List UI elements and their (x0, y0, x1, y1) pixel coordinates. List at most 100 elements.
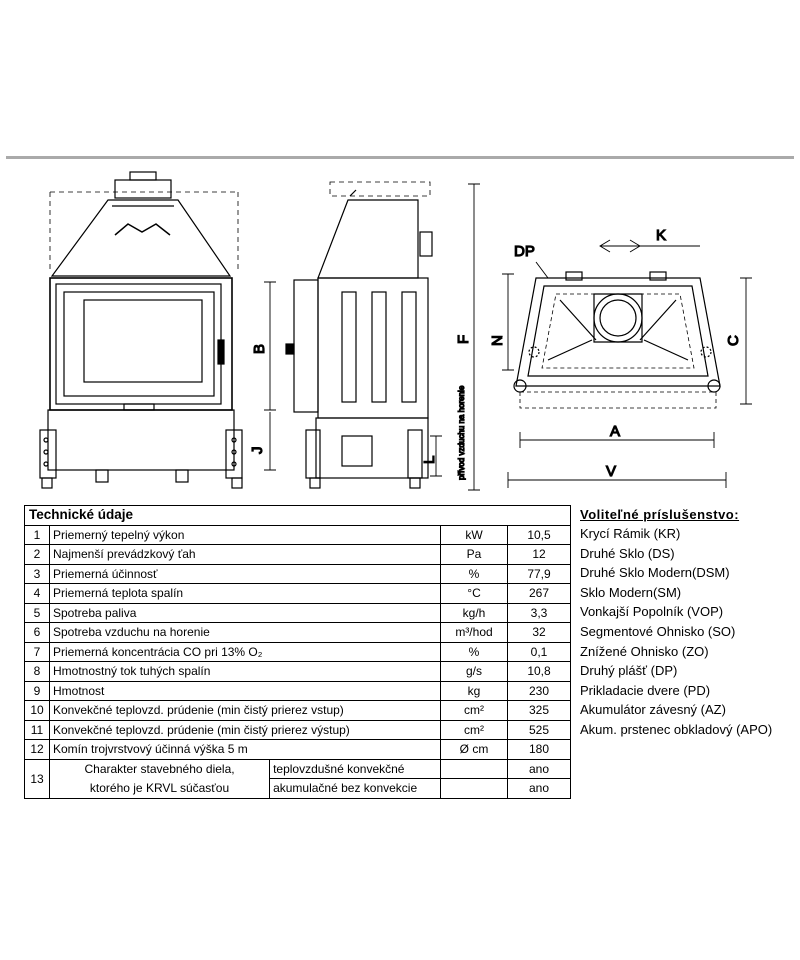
row-value: 0,1 (507, 641, 571, 662)
row-description: Najmenší prevádzkový ťah (49, 544, 441, 565)
row-unit: % (440, 563, 508, 584)
row-description: Spotreba vzduchu na horenie (49, 622, 441, 643)
row-unit: Pa (440, 544, 508, 565)
top-view (502, 239, 752, 488)
row-number: 8 (24, 661, 50, 682)
row13-line1: Charakter stavebného diela, (50, 759, 271, 779)
accessory-item: Druhé Sklo Modern(DSM) (580, 565, 730, 581)
row-number: 7 (24, 641, 50, 662)
row-description: Spotreba paliva (49, 602, 441, 623)
fireplace-technical-drawing: B J F L přívod vzduchu na horenie DP K N… (39, 171, 752, 491)
row-description: Hmotnostný tok tuhých spalín (49, 661, 441, 682)
row-description: Komín trojvrstvový účinná výška 5 m (49, 739, 441, 760)
front-view (39, 171, 243, 489)
row-value: 325 (507, 700, 571, 721)
top-divider (6, 156, 794, 159)
row-unit: cm² (440, 700, 508, 721)
side-view (264, 181, 480, 491)
row-number: 1 (24, 524, 50, 545)
dim-a-label: A (610, 423, 620, 440)
accessory-item: Segmentové Ohnisko (SO) (580, 623, 736, 639)
accessory-item: Vonkajší Popolník (VOP) (580, 604, 724, 620)
row-unit: kg/h (440, 602, 508, 623)
table-header: Technické údaje (24, 505, 571, 526)
row-number: 3 (24, 563, 50, 584)
dim-v-label: V (606, 463, 616, 480)
row-unit: °C (440, 583, 508, 604)
dim-j-label: J (249, 447, 266, 455)
row-unit: g/s (440, 661, 508, 682)
row-value: 32 (507, 622, 571, 643)
accessory-item: Znížené Ohnisko (ZO) (580, 643, 709, 659)
row-number: 9 (24, 680, 50, 701)
row-number: 13 (24, 758, 50, 799)
row13-unit2 (440, 778, 508, 799)
accessory-item: Akum. prstenec obkladový (APO) (580, 721, 773, 737)
dim-f-label: F (455, 335, 472, 344)
row13-value1: ano (507, 758, 571, 779)
row-unit: % (440, 641, 508, 662)
row13-option1: teplovzdušné konvekčné (269, 759, 440, 779)
row-description: Konvekčné teplovzd. prúdenie (min čistý … (49, 700, 441, 721)
row-description: Priemerný tepelný výkon (49, 524, 441, 545)
row-unit: kg (440, 680, 508, 701)
row-value: 10,8 (507, 661, 571, 682)
accessory-item: Druhé Sklo (DS) (580, 545, 675, 561)
row-number: 5 (24, 602, 50, 623)
row-description: Priemerná účinnosť (49, 563, 441, 584)
table-row-13a: 13 Charakter stavebného diela, teplovzdu… (24, 758, 571, 799)
row-unit: Ø cm (440, 739, 508, 760)
accessory-item: Prikladacie dvere (PD) (580, 682, 711, 698)
row-number: 11 (24, 719, 50, 740)
accessory-item: Druhý plášť (DP) (580, 663, 678, 679)
row-number: 12 (24, 739, 50, 760)
row-value: 77,9 (507, 563, 571, 584)
row-number: 2 (24, 544, 50, 565)
accessory-item: Sklo Modern(SM) (580, 584, 682, 600)
row-description: Priemerná teplota spalín (49, 583, 441, 604)
accessory-item: Akumulátor závesný (AZ) (580, 702, 726, 718)
row-unit: kW (440, 524, 508, 545)
row-value: 180 (507, 739, 571, 760)
row-number: 10 (24, 700, 50, 721)
dim-dp-label: DP (514, 243, 535, 260)
row-number: 4 (24, 583, 50, 604)
table-row-13b: ano (25, 778, 571, 799)
row-value: 525 (507, 719, 571, 740)
row13-value2: ano (507, 778, 571, 799)
optional-accessories: Voliteľné príslušenstvo: Krycí Rámik (KR… (580, 507, 800, 742)
row-number: 6 (24, 622, 50, 643)
row-description: Priemerná koncentrácia CO pri 13% O₂ (49, 641, 441, 662)
row-description: Konvekčné teplovzd. prúdenie (min čistý … (49, 719, 441, 740)
dim-k-label: K (656, 227, 666, 244)
row-value: 3,3 (507, 602, 571, 623)
air-supply-label: přívod vzduchu na horenie (457, 385, 466, 480)
accessories-title: Voliteľné príslušenstvo: (580, 507, 740, 522)
row13-option2: akumulačné bez konvekcie (273, 781, 418, 796)
row-value: 10,5 (507, 524, 571, 545)
row-unit: cm² (440, 719, 508, 740)
row-description: Hmotnost (49, 680, 441, 701)
dim-c-label: C (725, 335, 742, 346)
row13-unit1 (440, 758, 508, 779)
dim-n-label: N (489, 335, 506, 346)
row-unit: m³/hod (440, 622, 508, 643)
row13-desc-cell: Charakter stavebného diela, teplovzdušné… (49, 758, 441, 799)
row-value: 267 (507, 583, 571, 604)
row-value: 12 (507, 544, 571, 565)
row13-line2: ktorého je KRVL súčasťou (50, 778, 271, 798)
